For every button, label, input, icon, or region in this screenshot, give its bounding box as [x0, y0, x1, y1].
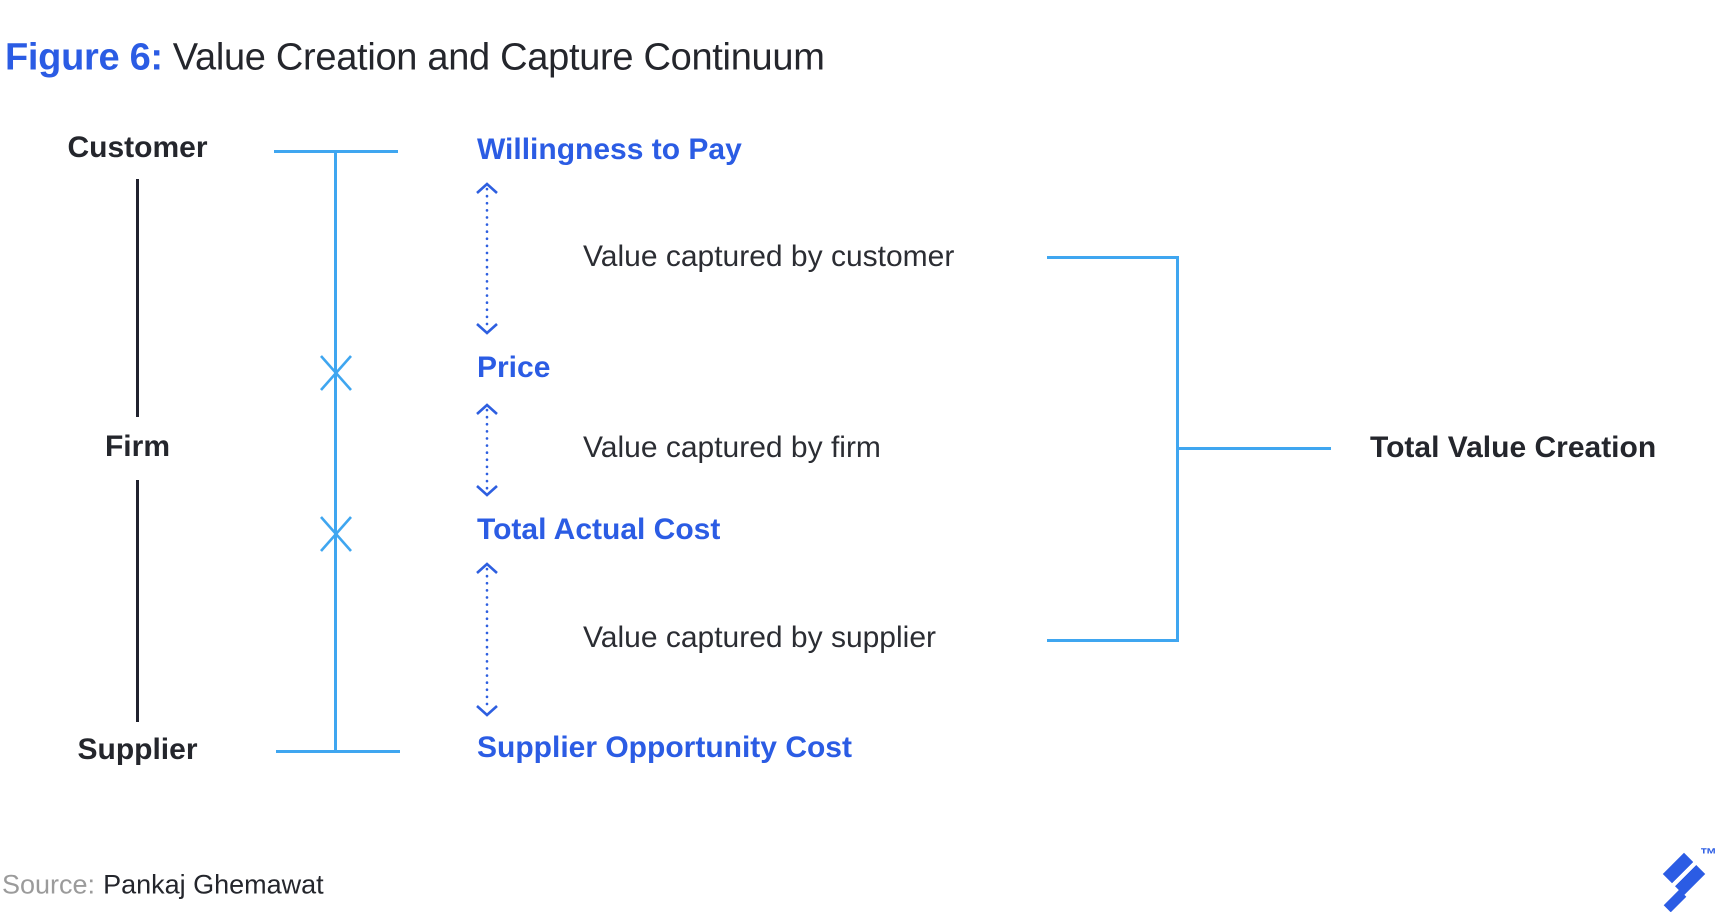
value-scale-line [334, 151, 337, 752]
dotted-double-arrow-icon [476, 403, 498, 497]
level-label-supplier-opportunity-cost: Supplier Opportunity Cost [477, 731, 852, 764]
bracket-top-line [1047, 256, 1177, 259]
figure-title: Figure 6:Value Creation and Capture Cont… [5, 37, 825, 80]
source-prefix: Source: [2, 869, 96, 900]
bracket-middle-line [1176, 447, 1331, 450]
figure-title-text: Value Creation and Capture Continuum [172, 36, 825, 79]
x-mark-icon [320, 355, 352, 391]
toptal-logo-mark-icon [1662, 852, 1706, 896]
toptal-logo-tail-icon [1663, 889, 1687, 912]
figure-label: Figure 6: [5, 36, 163, 79]
value-scale-top-tick [274, 150, 398, 153]
bracket-bottom-line [1047, 639, 1177, 642]
level-label-willingness-to-pay: Willingness to Pay [477, 133, 742, 166]
actor-label-customer: Customer [67, 131, 208, 164]
level-label-price: Price [477, 351, 551, 384]
dotted-double-arrow-icon [476, 562, 498, 717]
capture-label-firm: Value captured by firm [583, 431, 881, 464]
capture-label-customer: Value captured by customer [583, 240, 955, 273]
source-author: Pankaj Ghemawat [103, 869, 324, 900]
source-line: Source:Pankaj Ghemawat [2, 870, 324, 901]
x-mark-icon [320, 516, 352, 552]
actor-axis-line-lower [136, 480, 139, 722]
dotted-double-arrow-icon [476, 182, 498, 335]
actor-label-supplier: Supplier [77, 733, 198, 766]
value-scale-bottom-tick [276, 750, 400, 753]
level-label-total-actual-cost: Total Actual Cost [477, 513, 721, 546]
trademark-symbol: ™ [1700, 845, 1717, 864]
actor-label-firm: Firm [104, 430, 170, 463]
capture-label-supplier: Value captured by supplier [583, 621, 936, 654]
total-value-creation-label: Total Value Creation [1370, 431, 1657, 464]
actor-axis-line-upper [136, 179, 139, 417]
